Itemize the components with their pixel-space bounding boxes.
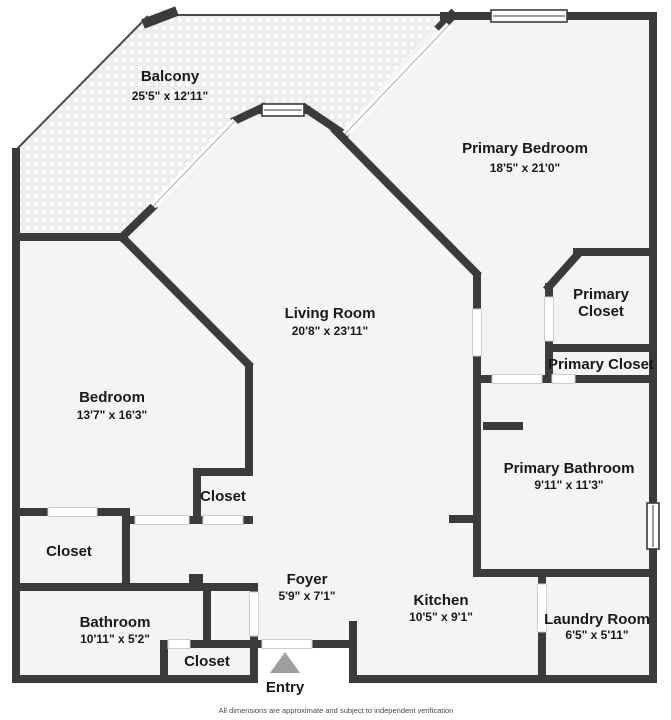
room-label-laundry-room: Laundry Room 6'5" x 5'11" [544,611,650,642]
svg-text:Primary Closet: Primary Closet [548,356,654,373]
entry-closet-door [167,639,191,649]
entry-label: Entry [266,679,305,696]
svg-text:Bathroom: Bathroom [80,614,151,631]
entry-arrow-icon [270,652,300,673]
room-label-primary-closet-lower: Primary Closet [548,356,654,373]
room-label-primary-bathroom: Primary Bathroom 9'11" x 11'3" [504,460,635,492]
svg-text:20'8" x 23'11": 20'8" x 23'11" [292,324,368,338]
primary-closet-lower-door [551,374,576,384]
svg-text:Laundry Room: Laundry Room [544,611,650,628]
room-label-foyer: Foyer 5'9" x 7'1" [278,571,335,603]
svg-text:Closet: Closet [184,653,230,670]
room-label-entry-closet: Closet [184,653,230,670]
balcony-railing [14,14,445,152]
vestibule-door [249,591,259,637]
room-label-hall-closet: Closet [46,543,92,560]
room-label-bedroom: Bedroom 13'7" x 16'3" [77,389,147,422]
svg-text:Living Room: Living Room [285,305,376,322]
svg-text:18'5" x 21'0": 18'5" x 21'0" [490,161,560,175]
svg-text:6'5" x 5'11": 6'5" x 5'11" [565,628,628,642]
living-room-window [261,103,305,117]
door-openings [47,296,576,649]
svg-text:Primary: Primary [573,286,630,303]
svg-text:Closet: Closet [200,488,246,505]
svg-text:Entry: Entry [266,679,305,696]
svg-text:Kitchen: Kitchen [413,592,468,609]
svg-text:5'9" x 7'1": 5'9" x 7'1" [278,589,335,603]
svg-text:13'7" x 16'3": 13'7" x 16'3" [77,408,147,422]
unit-floor [16,16,653,679]
svg-text:Balcony: Balcony [141,68,200,85]
bedroom-door [134,515,190,525]
balcony-area [16,15,444,237]
laundry-door [537,583,547,633]
bedroom-closet-door [202,515,244,525]
primary-bedroom-window [490,9,568,23]
room-label-primary-closet-upper: Primary Closet [573,286,630,320]
balcony-sliding-doors [150,22,452,209]
windows [261,9,660,550]
room-label-bedroom-closet: Closet [200,488,246,505]
svg-text:9'11" x 11'3": 9'11" x 11'3" [534,478,603,492]
room-label-living-room: Living Room 20'8" x 23'11" [285,305,376,338]
svg-text:Closet: Closet [578,303,624,320]
svg-text:10'11" x 5'2": 10'11" x 5'2" [80,632,150,646]
entry-door-opening [261,639,313,649]
svg-text:Closet: Closet [46,543,92,560]
svg-text:Foyer: Foyer [287,571,328,588]
exterior-walls [12,6,657,683]
svg-text:Primary Bathroom: Primary Bathroom [504,460,635,477]
room-label-kitchen: Kitchen 10'5" x 9'1" [409,592,473,624]
room-label-primary-bedroom: Primary Bedroom 18'5" x 21'0" [462,140,588,175]
room-label-balcony: Balcony 25'5" x 12'11" [132,68,208,103]
primary-bathroom-door [491,374,543,384]
footer-disclaimer: All dimensions are approximate and subje… [219,706,454,715]
hall-closet-door [47,507,98,517]
room-label-bathroom: Bathroom 10'11" x 5'2" [80,614,151,646]
svg-text:Bedroom: Bedroom [79,389,145,406]
primary-bathroom-window [646,502,660,550]
svg-text:10'5" x 9'1": 10'5" x 9'1" [409,610,473,624]
primary-suite-door [472,308,482,357]
svg-text:25'5" x 12'11": 25'5" x 12'11" [132,89,208,103]
svg-text:Primary Bedroom: Primary Bedroom [462,140,588,157]
primary-closet-upper-door [544,296,554,342]
